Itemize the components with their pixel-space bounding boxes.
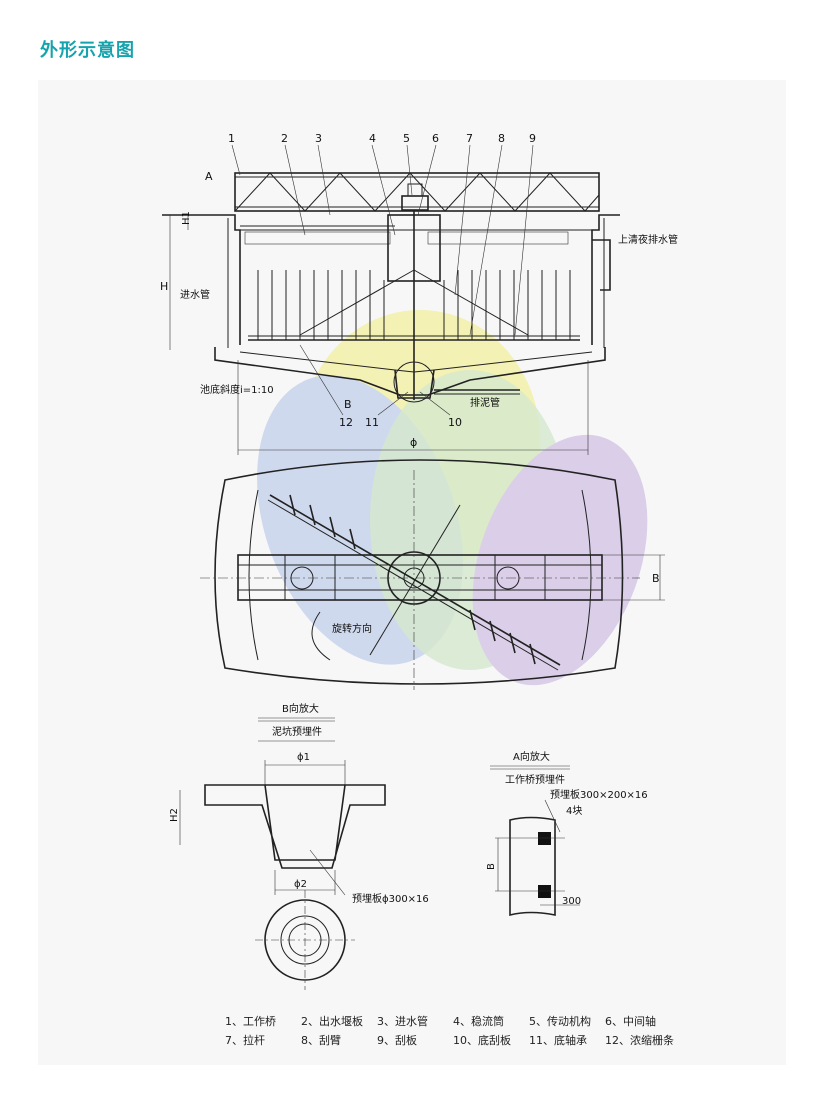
legend-row-1: 1、工作桥 2、出水堰板 3、进水管 4、稳流筒 5、传动机构 6、中间轴 [225,1012,685,1031]
callout-10: 10 [448,416,462,429]
sludge-pit [394,369,435,399]
legend-item: 4、稳流筒 [453,1015,504,1028]
legend-item: 5、传动机构 [529,1015,591,1028]
label-slope: 池底斜度i=1:10 [200,383,274,396]
label-h: H [160,280,168,293]
callout-2: 2 [281,132,288,145]
outlet-pipe [592,239,611,291]
callout-4: 4 [369,132,376,145]
label-h2: H2 [169,808,180,822]
label-phi2: ϕ2 [294,879,307,890]
label-b-detail: B [486,863,497,870]
bridge-truss [234,172,600,212]
tie-rod-left [299,269,415,336]
callout-12: 12 [339,416,353,429]
tank-wall-left [162,214,241,345]
callout-leaders [231,144,534,416]
label-count: 4块 [566,805,582,817]
rotation-arrow [311,611,331,661]
watermark-logo [257,310,648,686]
drive-mechanism [401,195,429,211]
sludge-pit-section [204,784,386,869]
callout-11: 11 [365,416,379,429]
callout-8: 8 [498,132,505,145]
label-plate-b: 预埋板ϕ300×16 [352,892,429,905]
label-b-plan: B [652,572,660,585]
label-sludge-pipe: 排泥管 [470,396,500,409]
work-bridge [234,172,600,212]
label-outlet-pipe: 上清夜排水管 [618,233,678,246]
embedded-plate-bottom [538,885,551,898]
drive-motor [407,183,423,197]
plan-view: B 旋转方向 [200,459,665,690]
legend-item: 9、刮板 [377,1034,417,1047]
detail-b-title: B向放大 [282,702,319,715]
callout-5: 5 [403,132,410,145]
legend-item: 6、中间轴 [605,1015,656,1028]
plan-circle-outer [264,899,346,981]
detail-a-title: A向放大 [513,750,550,763]
legend-item: 12、浓缩栅条 [605,1034,674,1047]
callout-7: 7 [466,132,473,145]
detail-b-subtitle: 泥坑预埋件 [272,725,322,738]
legend-item: 2、出水堰板 [301,1015,363,1028]
bridge-end-section [509,816,556,917]
tank-floor [214,347,606,396]
weir-band [244,231,391,245]
legend-row-2: 7、拉杆 8、刮臂 9、刮板 10、底刮板 11、底轴承 12、浓缩栅条 [225,1031,685,1050]
label-a: A [205,170,213,183]
detail-b: B向放大 泥坑预埋件 ϕ1 ϕ2 H2 预埋板ϕ300×16 [169,702,429,990]
legend-item: 7、拉杆 [225,1034,265,1047]
elevation-labels: 1 2 3 4 5 6 7 8 9 A H1 H 进水管 上清夜排水管 池底斜度… [160,132,678,449]
legend-item: 8、刮臂 [301,1034,341,1047]
thickening-pickets [257,270,571,340]
legend-item: 11、底轴承 [529,1034,587,1047]
legend-item: 10、底刮板 [453,1034,511,1047]
label-plate-a: 预埋板300×200×16 [550,788,648,801]
label-rotation: 旋转方向 [332,622,372,635]
callout-1: 1 [228,132,235,145]
plan-circle-mid [280,915,330,965]
label-phi1: ϕ1 [297,752,310,763]
embedded-plate-top [538,832,551,845]
page-title: 外形示意图 [40,40,135,61]
tank-outline-plan [214,459,624,685]
detail-a: A向放大 工作桥预埋件 预埋板300×200×16 4块 B 300 [486,750,648,917]
label-b-elev: B [344,398,352,411]
bridge-plan [237,554,603,601]
parts-legend: 1、工作桥 2、出水堰板 3、进水管 4、稳流筒 5、传动机构 6、中间轴 7、… [225,1012,685,1050]
label-phi: ϕ [410,436,417,449]
tank-wall-right [591,214,620,345]
elevation-view [162,144,620,455]
label-inlet: 进水管 [180,288,210,301]
tie-rod-right [413,269,529,336]
label-h1: H1 [181,211,192,225]
detail-a-subtitle: 工作桥预埋件 [505,774,565,786]
callout-9: 9 [529,132,536,145]
legend-item: 1、工作桥 [225,1015,276,1028]
scraper-blades-plan [289,494,536,665]
detail-b-circle [393,361,435,403]
tie-rod-plan [369,504,461,656]
callout-6: 6 [432,132,439,145]
label-300: 300 [562,896,581,907]
callout-3: 3 [315,132,322,145]
legend-item: 3、进水管 [377,1015,428,1028]
